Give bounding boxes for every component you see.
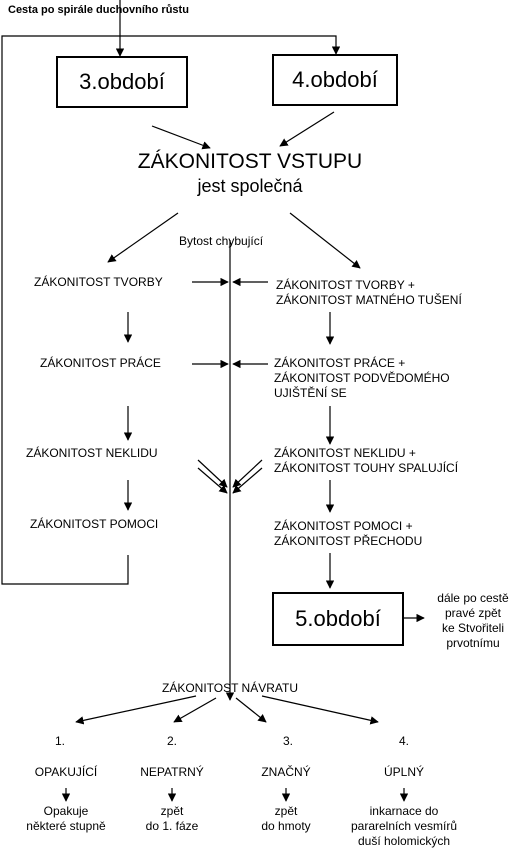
right-law-4-line: ZÁKONITOST POMOCI +: [274, 519, 413, 533]
return-2-name: NEPATRNÝ: [140, 765, 204, 779]
right-law-3-line: ZÁKONITOST TOUHY SPALUJÍCÍ: [274, 461, 459, 475]
right-law-2-line: UJIŠTĚNÍ SE: [274, 386, 347, 400]
left3-to-trunk-arrow-a: [197, 459, 228, 488]
return-2-description-line: zpět: [160, 804, 184, 818]
return-3-name: ZNAČNÝ: [261, 765, 311, 779]
erring-being-label: Bytost chybující: [179, 234, 264, 248]
main-to-left-arrow: [107, 212, 179, 263]
return-4-description-line: inkarnace do: [369, 804, 439, 818]
return-to-4-arrow: [261, 695, 379, 725]
further-path-line: prvotnímu: [446, 636, 500, 650]
return-2-description: zpět do 1. fáze: [112, 804, 232, 834]
spiral-loop-line: [1, 35, 341, 585]
right-law-4-line: ZÁKONITOST PŘECHODU: [274, 534, 423, 548]
return-to-3-arrow: [235, 697, 267, 723]
right-law-3-line: ZÁKONITOST NEKLIDU +: [274, 446, 416, 460]
right-law-3: ZÁKONITOST NEKLIDU + ZÁKONITOST TOUHY SP…: [274, 446, 458, 476]
main-law-heading: ZÁKONITOST VSTUPU: [137, 150, 363, 173]
box3-to-main-arrow: [151, 125, 211, 150]
return-4-name: ÚPLNÝ: [383, 765, 424, 779]
right-law-2: ZÁKONITOST PRÁCE + ZÁKONITOST PODVĚDOMÉH…: [274, 356, 450, 401]
further-path-line: dále po cestě: [437, 591, 509, 605]
left-law-1: ZÁKONITOST TVORBY: [34, 275, 163, 289]
diagram-title: Cesta po spirále duchovního růstu: [8, 4, 189, 16]
left-law-2: ZÁKONITOST PRÁCE: [40, 356, 161, 370]
right3-to-trunk-arrow-b: [232, 467, 263, 494]
return-to-1-arrow: [75, 695, 197, 725]
main-to-right-arrow: [289, 212, 361, 269]
return-law-heading: ZÁKONITOST NÁVRATU: [161, 681, 299, 695]
right-law-1-line: ZÁKONITOST MATNÉHO TUŠENÍ: [276, 293, 462, 307]
return-1-number: 1.: [54, 734, 65, 748]
period-5-box: 5.období: [272, 592, 404, 646]
further-path-line: pravé zpět: [444, 606, 502, 620]
period-4-box: 4.období: [272, 54, 398, 106]
return-3-number: 3.: [282, 734, 293, 748]
left3-to-trunk-arrow-b: [197, 467, 228, 494]
return-3-description: zpět do hmoty: [226, 804, 346, 834]
return-3-description-line: do hmoty: [261, 819, 311, 833]
further-path-note: dále po cestě pravé zpět ke Stvořiteli p…: [430, 591, 516, 651]
return-4-description-line: pararelních vesmírů: [350, 819, 458, 833]
return-4-description-line: duší holomických: [357, 834, 451, 848]
return-1-description: Opakuje některé stupně: [0, 804, 132, 834]
box4-to-main-arrow: [279, 111, 335, 147]
return-3-description-line: zpět: [274, 804, 298, 818]
further-path-line: ke Stvořiteli: [441, 621, 505, 635]
return-to-2-arrow: [173, 697, 217, 723]
right-law-1: ZÁKONITOST TVORBY + ZÁKONITOST MATNÉHO T…: [276, 278, 462, 308]
main-law-subheading: jest společná: [197, 176, 303, 196]
right-law-2-line: ZÁKONITOST PRÁCE +: [274, 356, 406, 370]
right-law-1-line: ZÁKONITOST TVORBY +: [276, 278, 415, 292]
right-law-2-line: ZÁKONITOST PODVĚDOMÉHO: [274, 371, 450, 385]
return-2-description-line: do 1. fáze: [145, 819, 199, 833]
left-law-4: ZÁKONITOST POMOCI: [30, 517, 159, 531]
return-4-number: 4.: [398, 734, 409, 748]
return-1-description-line: některé stupně: [26, 819, 106, 833]
left-law-3: ZÁKONITOST NEKLIDU: [26, 446, 158, 460]
return-1-name: OPAKUJÍCÍ: [34, 765, 98, 779]
period-3-box: 3.období: [56, 56, 188, 108]
return-1-description-line: Opakuje: [43, 804, 89, 818]
right3-to-trunk-arrow-a: [232, 459, 263, 488]
return-4-description: inkarnace do pararelních vesmírů duší ho…: [334, 804, 474, 849]
right-law-4: ZÁKONITOST POMOCI + ZÁKONITOST PŘECHODU: [274, 519, 422, 549]
return-2-number: 2.: [166, 734, 177, 748]
